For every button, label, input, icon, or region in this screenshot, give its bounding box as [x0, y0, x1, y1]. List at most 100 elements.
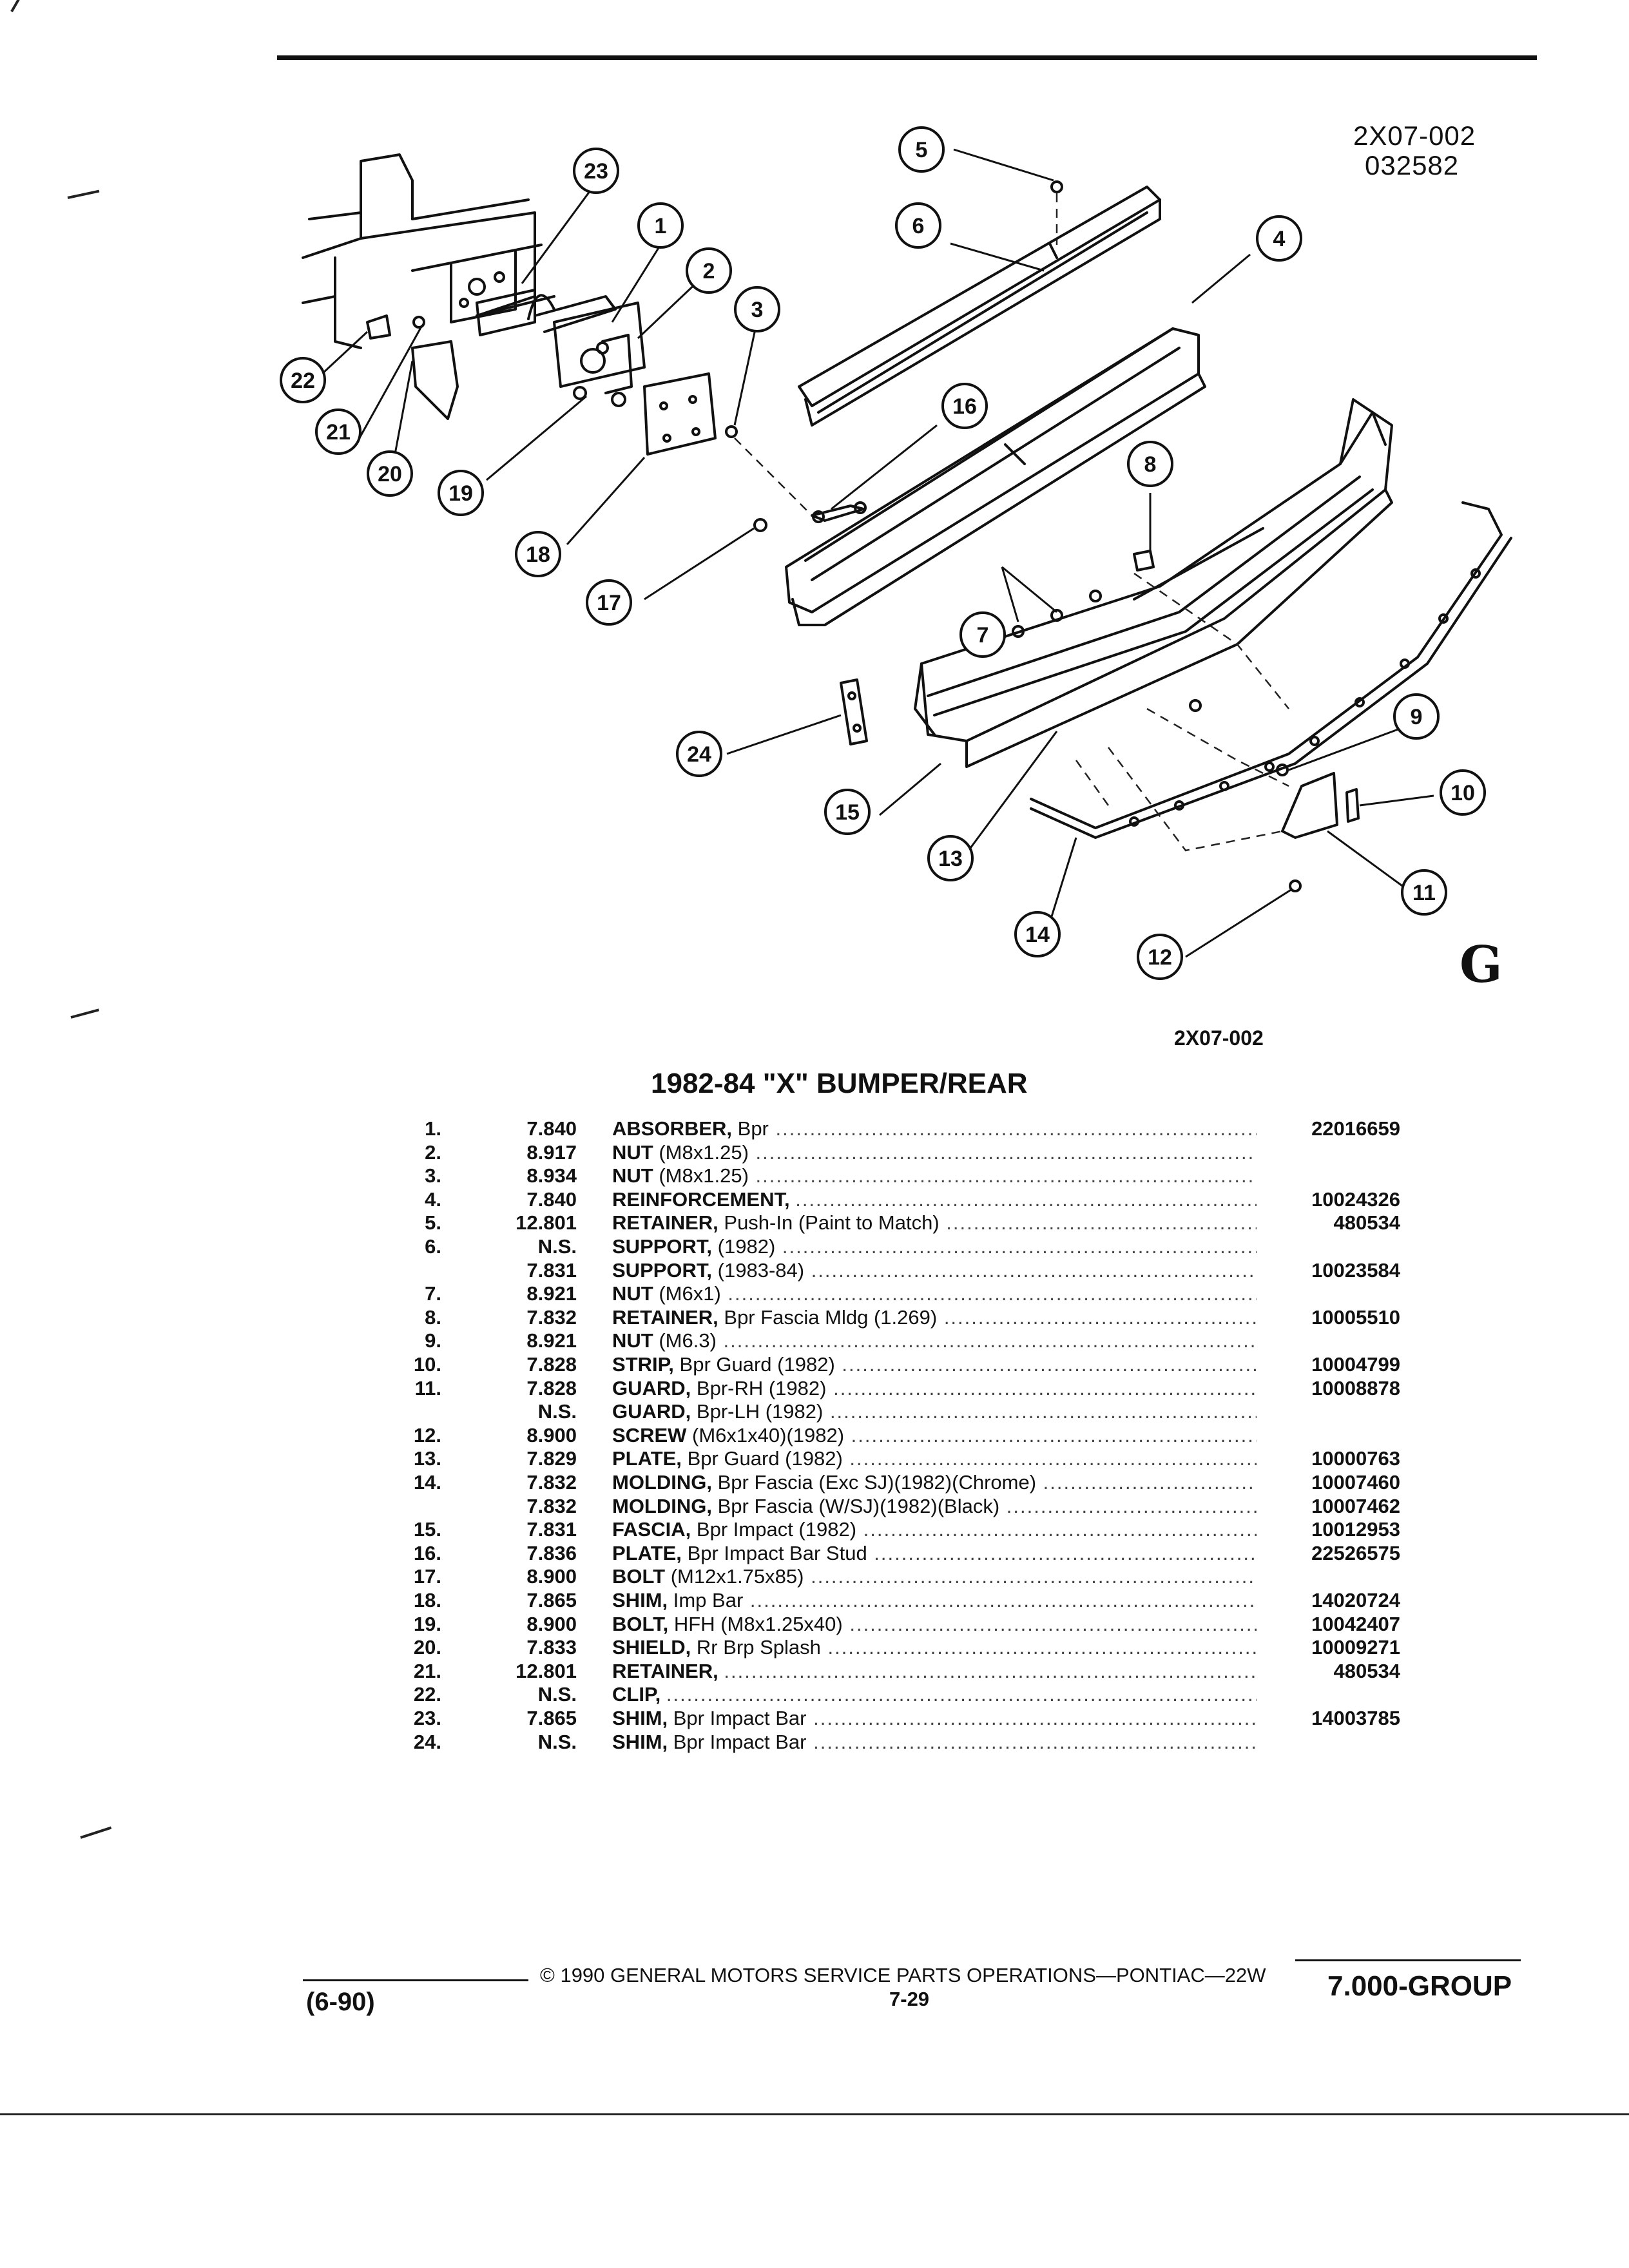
part-number: 14020724 [1311, 1589, 1400, 1611]
leader-dots: ........................................… [795, 1187, 1257, 1211]
ref-number: 14. [413, 1471, 441, 1494]
shim-18 [643, 372, 738, 456]
leader-dots: ........................................… [755, 1164, 1257, 1187]
callout-circle-16 [941, 383, 988, 429]
part-number: 10000763 [1311, 1447, 1400, 1470]
part-detail: Rr Brp Splash [696, 1636, 821, 1659]
part-detail: Bpr Guard (1982) [679, 1353, 835, 1376]
part-description: MOLDING, Bpr Fascia (Exc SJ)(1982)(Chrom… [612, 1471, 1257, 1494]
callout-label-8: 8 [1144, 452, 1157, 477]
callout-circle-17 [586, 579, 632, 626]
part-name: NUT [612, 1282, 653, 1305]
callout-circle-3 [734, 286, 780, 332]
part-description: BOLT (M12x1.75x85) .....................… [612, 1565, 1257, 1588]
molding-14 [1030, 501, 1512, 839]
part-name: PLATE, [612, 1541, 682, 1564]
ref-number: 11. [414, 1376, 441, 1399]
callout-label-19: 19 [448, 481, 473, 506]
leader-dots: ........................................… [943, 1305, 1257, 1329]
callout-circle-24 [676, 731, 722, 777]
ref-number: 4. [425, 1187, 441, 1211]
footer-rule-right [1295, 1959, 1521, 1961]
leader-dots: ........................................… [666, 1683, 1257, 1706]
part-number: 10012953 [1311, 1518, 1400, 1541]
ref-number: 5. [425, 1211, 441, 1235]
part-number: 10042407 [1311, 1612, 1400, 1635]
part-detail: (M6x1x40)(1982) [692, 1423, 845, 1446]
leader-dots: ........................................… [775, 1117, 1257, 1140]
callout-label-17: 17 [597, 591, 621, 615]
part-name: BOLT, [612, 1612, 669, 1635]
part-description: NUT (M6x1) .............................… [612, 1282, 1257, 1305]
leader-dots: ........................................… [833, 1376, 1257, 1399]
part-detail: Bpr Fascia Mldg (1.269) [724, 1305, 938, 1329]
callout-label-6: 6 [912, 214, 925, 238]
part-number: 10023584 [1311, 1258, 1400, 1282]
part-name: NUT [612, 1329, 653, 1352]
callout-circle-13 [927, 835, 974, 881]
callout-label-2: 2 [703, 259, 715, 284]
group-number: N.S. [537, 1683, 577, 1706]
part-name: GUARD, [612, 1400, 691, 1423]
ref-number: 15. [413, 1518, 441, 1541]
page-number: 7-29 [889, 1988, 930, 2010]
part-description: MOLDING, Bpr Fascia (W/SJ)(1982)(Black) … [612, 1495, 1257, 1518]
part-number: 10007462 [1311, 1494, 1400, 1517]
group-number: 7.865 [526, 1707, 577, 1729]
callout-circle-1 [637, 202, 684, 249]
leader-dots: ........................................… [813, 1707, 1257, 1729]
ref-number: 23. [413, 1707, 441, 1729]
callout-circle-5 [898, 126, 945, 173]
revision-date: (6-90) [306, 1988, 375, 2016]
part-name: RETAINER, [612, 1659, 718, 1682]
part-name: GUARD, [612, 1376, 691, 1399]
part-description: PLATE, Bpr Impact Bar Stud .............… [612, 1542, 1257, 1565]
callout-label-21: 21 [326, 420, 351, 445]
callout-circle-4 [1256, 215, 1302, 262]
callout-circle-14 [1014, 911, 1061, 957]
part-detail: Bpr-RH (1982) [696, 1376, 827, 1399]
group-number: 7.831 [526, 1518, 577, 1541]
part-description: CLIP, ..................................… [612, 1683, 1257, 1706]
part-name: SUPPORT, [612, 1258, 713, 1282]
group-number: 7.832 [526, 1305, 577, 1329]
ref-number: 16. [413, 1541, 441, 1564]
part-detail: Bpr Fascia (Exc SJ)(1982)(Chrome) [717, 1471, 1037, 1494]
part-detail: Bpr Impact Bar Stud [687, 1541, 867, 1564]
part-name: BOLT [612, 1565, 666, 1588]
group-number: 8.900 [526, 1423, 577, 1446]
callout-label-16: 16 [952, 394, 977, 419]
callout-label-18: 18 [526, 543, 550, 567]
callout-label-13: 13 [938, 847, 963, 871]
part-name: PLATE, [612, 1447, 682, 1470]
group-number: 8.900 [526, 1612, 577, 1635]
callout-circle-2 [686, 247, 732, 294]
shim-24 [840, 678, 868, 745]
drawing-code-number: 2X07-002 [1353, 120, 1476, 151]
part-description: STRIP, Bpr Guard (1982) ................… [612, 1353, 1257, 1376]
ref-number: 10. [413, 1353, 441, 1376]
part-name: SCREW [612, 1423, 687, 1446]
callout-circle-15 [824, 789, 871, 835]
callout-label-14: 14 [1025, 923, 1050, 947]
group-number: 7.836 [526, 1541, 577, 1564]
gm-logo-g: G [1460, 936, 1503, 994]
part-name: NUT [612, 1164, 653, 1187]
part-number: 480534 [1333, 1211, 1400, 1235]
reinforcement-4 [785, 327, 1206, 626]
part-name: MOLDING, [612, 1494, 712, 1517]
callout-label-9: 9 [1411, 705, 1423, 729]
leader-dots: ........................................… [874, 1541, 1257, 1564]
part-detail: Bpr Guard (1982) [687, 1447, 843, 1470]
group-number: 12.801 [516, 1659, 577, 1682]
stud-plate-16 [753, 501, 867, 532]
part-number: 14003785 [1311, 1707, 1400, 1729]
ref-number: 9. [425, 1329, 441, 1352]
callout-label-4: 4 [1273, 227, 1286, 251]
drawing-caption: 2X07-002 [1174, 1026, 1264, 1050]
scan-mark [80, 1826, 112, 1839]
part-description: NUT (M8x1.25) ..........................… [612, 1141, 1257, 1164]
callout-label-1: 1 [655, 214, 667, 238]
ref-number: 2. [425, 1140, 441, 1164]
